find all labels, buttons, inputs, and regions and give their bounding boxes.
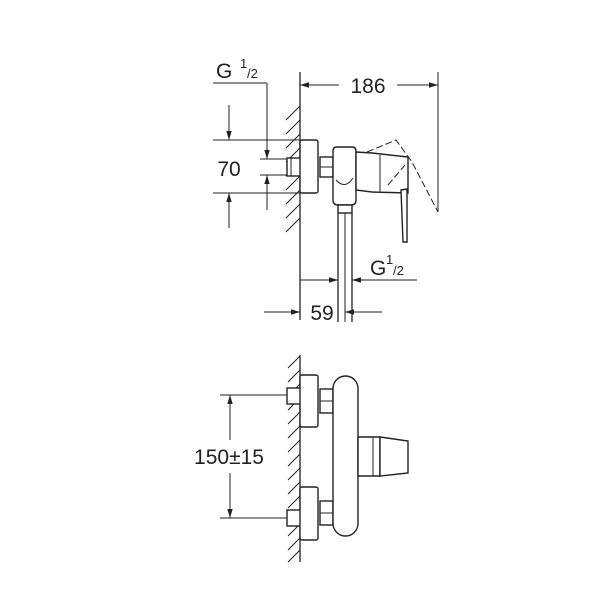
front-view: 150±15	[194, 355, 409, 563]
inlet-spacing-label: 70	[217, 158, 240, 181]
thread-sup: 1	[240, 56, 247, 71]
mixer-front	[286, 374, 409, 541]
inlet-centers-label: 150±15	[194, 446, 264, 469]
thread-sub: /2	[393, 263, 404, 278]
dimension-186: 186	[300, 72, 439, 212]
thread-label: G	[370, 257, 386, 280]
side-view: 186 70 G 1 /2 G 1 /2	[213, 56, 439, 325]
wall-hatch	[287, 355, 301, 563]
dimension-150: 150±15	[194, 394, 287, 519]
depth-label: 186	[350, 75, 385, 98]
inlet-thread-callout: G 1 /2	[213, 56, 270, 210]
thread-label: G	[216, 60, 232, 83]
dimension-59: 59	[264, 302, 382, 325]
thread-sup: 1	[386, 252, 393, 267]
dimension-70: 70	[213, 105, 300, 228]
outlet-thread-callout: G 1 /2	[300, 252, 417, 283]
mixer-side	[286, 139, 439, 322]
outlet-offset-label: 59	[310, 302, 333, 325]
thread-sub: /2	[247, 66, 258, 81]
wall-hatch	[285, 72, 301, 320]
